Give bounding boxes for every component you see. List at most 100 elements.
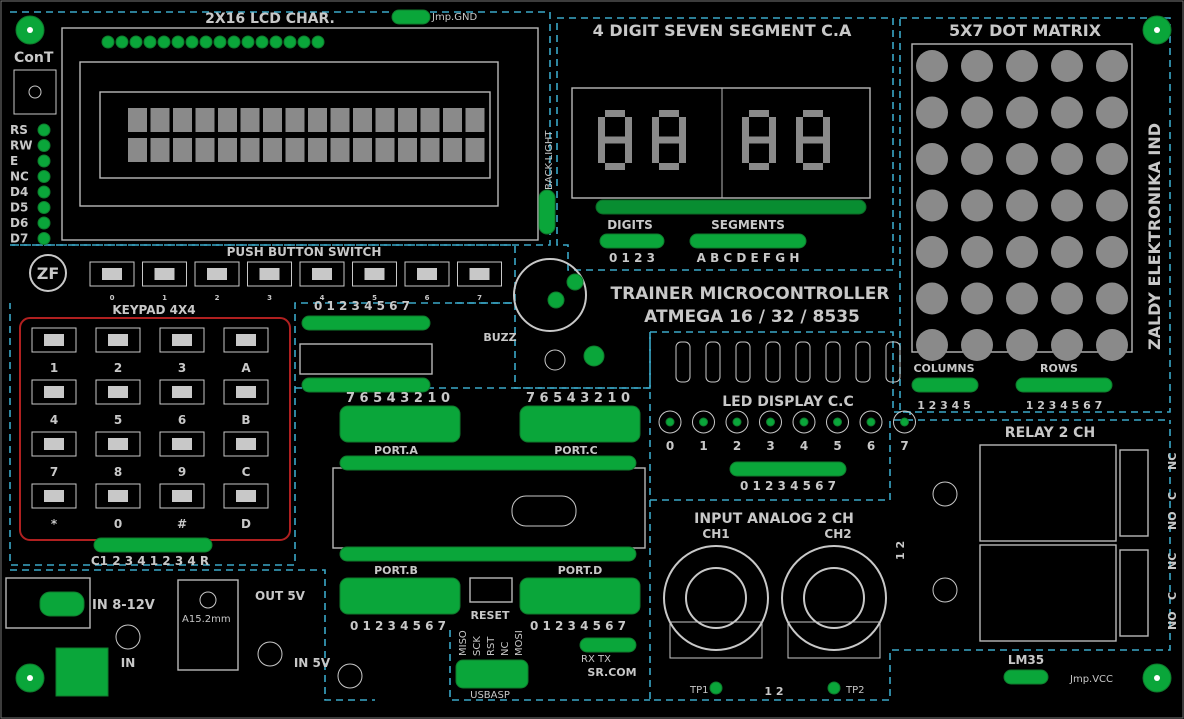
keypad-key[interactable]: * <box>31 483 77 531</box>
power-switch[interactable] <box>55 647 109 697</box>
brand-text: ZALDY ELEKTRONIKA IND <box>1145 123 1164 350</box>
keypad-key-label: 8 <box>114 465 122 479</box>
dot-matrix-title: 5X7 DOT MATRIX <box>949 21 1102 40</box>
keypad-key[interactable]: 7 <box>31 431 77 479</box>
matrix-led <box>916 189 948 222</box>
relay-terminal-label: NC <box>1166 453 1179 470</box>
matrix-led <box>1096 96 1128 129</box>
push-button-zone <box>9 244 516 566</box>
keypad-key[interactable]: 1 <box>31 327 77 375</box>
lcd-pin <box>269 35 283 49</box>
reset-button[interactable] <box>469 577 513 603</box>
keypad-key[interactable]: D <box>223 483 269 531</box>
led-resistor <box>795 341 811 383</box>
matrix-led <box>1096 143 1128 175</box>
keypad-key[interactable]: 6 <box>159 379 205 427</box>
push-button[interactable]: 4 <box>299 261 345 302</box>
led-header <box>729 461 847 477</box>
push-button-num: 2 <box>215 294 220 302</box>
push-button[interactable]: 5 <box>352 261 397 302</box>
push-button[interactable]: 7 <box>457 261 502 302</box>
keypad-key[interactable]: 5 <box>95 379 141 427</box>
matrix-led <box>961 282 993 315</box>
usbasp-label: USBASP <box>470 690 510 701</box>
rows-label: ROWS <box>1040 362 1078 375</box>
buzz-transistor <box>544 345 605 371</box>
push-button[interactable]: 2 <box>194 261 240 302</box>
led: 5 <box>826 410 849 453</box>
push-button[interactable]: 0 <box>89 261 135 302</box>
keypad-key[interactable]: 4 <box>31 379 77 427</box>
lcd-window <box>99 91 491 179</box>
push-button[interactable]: 3 <box>247 261 292 302</box>
keypad-key[interactable]: 2 <box>95 327 141 375</box>
dip-switch[interactable] <box>299 343 433 375</box>
lcd-cell <box>150 138 170 162</box>
lcd-pin <box>143 35 157 49</box>
lcd-cell <box>465 138 485 162</box>
seven-seg-digits <box>598 110 830 170</box>
relay-terminal-label: C <box>1166 492 1179 500</box>
lcd-pin <box>297 35 311 49</box>
keypad-key[interactable]: 9 <box>159 431 205 479</box>
lcd-pin-pad <box>37 154 51 168</box>
lcd-pin-pad <box>37 139 51 152</box>
port-a-label: PORT.A <box>374 444 418 457</box>
power-zone <box>10 569 375 701</box>
backlight-pins <box>538 189 556 235</box>
keypad-key[interactable]: # <box>159 483 205 531</box>
relay-1-terminal[interactable] <box>1119 449 1149 537</box>
lcd-pin <box>199 35 213 49</box>
contrast-trimpot[interactable] <box>13 69 57 115</box>
pot-ch1[interactable] <box>663 545 769 659</box>
ch1-label: CH1 <box>702 527 729 541</box>
port-a-header <box>339 405 461 443</box>
matrix-led <box>961 96 993 129</box>
matrix-led <box>1096 329 1128 361</box>
lcd-pin-pad <box>37 170 51 183</box>
contrast-label: ConT <box>14 50 54 66</box>
lcd-cell <box>285 108 305 132</box>
lcd-cell <box>263 138 282 162</box>
lcd-header-pins <box>101 35 325 49</box>
push-button[interactable]: 6 <box>404 261 450 302</box>
matrix-led <box>1096 189 1128 222</box>
zf-logo: ZF <box>29 254 67 292</box>
lcd-pin <box>227 35 241 49</box>
matrix-led <box>916 143 948 175</box>
pot-ch2[interactable] <box>781 545 887 659</box>
matrix-led <box>1051 189 1083 222</box>
lcd-pin-label: E <box>10 154 18 168</box>
lcd-pin <box>157 35 171 49</box>
push-button[interactable]: 1 <box>142 261 187 302</box>
matrix-led <box>961 50 993 82</box>
keypad-key[interactable]: A <box>223 327 269 375</box>
keypad-key-label: 2 <box>114 361 122 375</box>
lcd-cell <box>173 138 192 162</box>
push-button-num: 7 <box>477 294 482 302</box>
keypad-key[interactable]: C <box>223 431 269 479</box>
led-num: 1 <box>699 439 707 453</box>
seven-seg-digit <box>598 110 632 170</box>
keypad-key[interactable]: 8 <box>95 431 141 479</box>
push-button-num: 3 <box>267 294 272 302</box>
lcd-cell <box>128 138 147 162</box>
keypad-key-label: B <box>241 413 250 427</box>
keypad-key[interactable]: 3 <box>159 327 205 375</box>
keypad-key[interactable]: B <box>223 379 269 427</box>
contrast-knob[interactable] <box>28 85 42 99</box>
keypad-key[interactable]: 0 <box>95 483 141 531</box>
keypad-key-label: 0 <box>114 517 122 531</box>
dot-matrix-zone <box>899 17 1171 413</box>
lcd-pin-label: RW <box>10 139 32 153</box>
mcu-pins-top <box>339 455 637 471</box>
sr-com-label: SR.COM <box>587 666 636 679</box>
lcd-pin <box>283 35 297 49</box>
relay-2-terminal[interactable] <box>1119 549 1149 637</box>
columns-nums: 1 2 3 4 5 <box>917 399 971 412</box>
dc-jack[interactable] <box>5 577 91 629</box>
lcd-cell <box>240 138 260 162</box>
lcd-cell <box>218 108 237 132</box>
lcd-cell <box>240 108 260 132</box>
